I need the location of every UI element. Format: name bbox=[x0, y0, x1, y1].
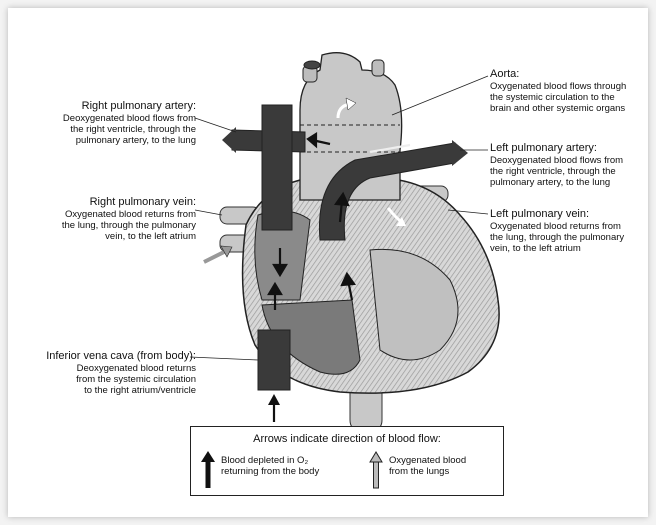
right-pulmonary-artery-desc: Deoxygenated blood flows from the right … bbox=[20, 113, 196, 146]
superior-vena-cava bbox=[262, 105, 292, 230]
right-pulmonary-vein-title: Right pulmonary vein: bbox=[20, 196, 196, 209]
legend-depleted-text: Blood depleted in O₂ returning from the … bbox=[221, 455, 341, 477]
label-inferior-vena-cava: Inferior vena cava (from body): Deoxygen… bbox=[10, 350, 196, 396]
label-left-pulmonary-artery: Left pulmonary artery: Deoxygenated bloo… bbox=[490, 142, 650, 188]
label-aorta: Aorta: Oxygenated blood flows through th… bbox=[490, 68, 650, 114]
inferior-vena-cava-desc: Deoxygenated blood returns from the syst… bbox=[10, 363, 196, 396]
light-arrow-icon bbox=[369, 451, 383, 489]
left-pulmonary-vein-desc: Oxygenated blood returns from the lung, … bbox=[490, 221, 650, 254]
right-pulmonary-artery-title: Right pulmonary artery: bbox=[20, 100, 196, 113]
left-pulmonary-vein-title: Left pulmonary vein: bbox=[490, 208, 650, 221]
left-pulmonary-artery-title: Left pulmonary artery: bbox=[490, 142, 650, 155]
legend-title: Arrows indicate direction of blood flow: bbox=[191, 433, 503, 445]
dark-arrow-icon bbox=[201, 451, 215, 489]
aorta-title: Aorta: bbox=[490, 68, 650, 81]
legend-box: Arrows indicate direction of blood flow:… bbox=[190, 426, 504, 496]
aorta-desc: Oxygenated blood flows through the syste… bbox=[490, 81, 650, 114]
label-left-pulmonary-vein: Left pulmonary vein: Oxygenated blood re… bbox=[490, 208, 650, 254]
legend-oxygenated-text: Oxygenated blood from the lungs bbox=[389, 455, 499, 477]
inferior-vena-cava bbox=[258, 330, 290, 390]
right-pulmonary-vein-desc: Oxygenated blood returns from the lung, … bbox=[20, 209, 196, 242]
inferior-vena-cava-title: Inferior vena cava (from body): bbox=[10, 350, 196, 363]
label-right-pulmonary-artery: Right pulmonary artery: Deoxygenated blo… bbox=[20, 100, 196, 146]
left-pulmonary-artery-desc: Deoxygenated blood flows from the right … bbox=[490, 155, 650, 188]
label-right-pulmonary-vein: Right pulmonary vein: Oxygenated blood r… bbox=[20, 196, 196, 242]
